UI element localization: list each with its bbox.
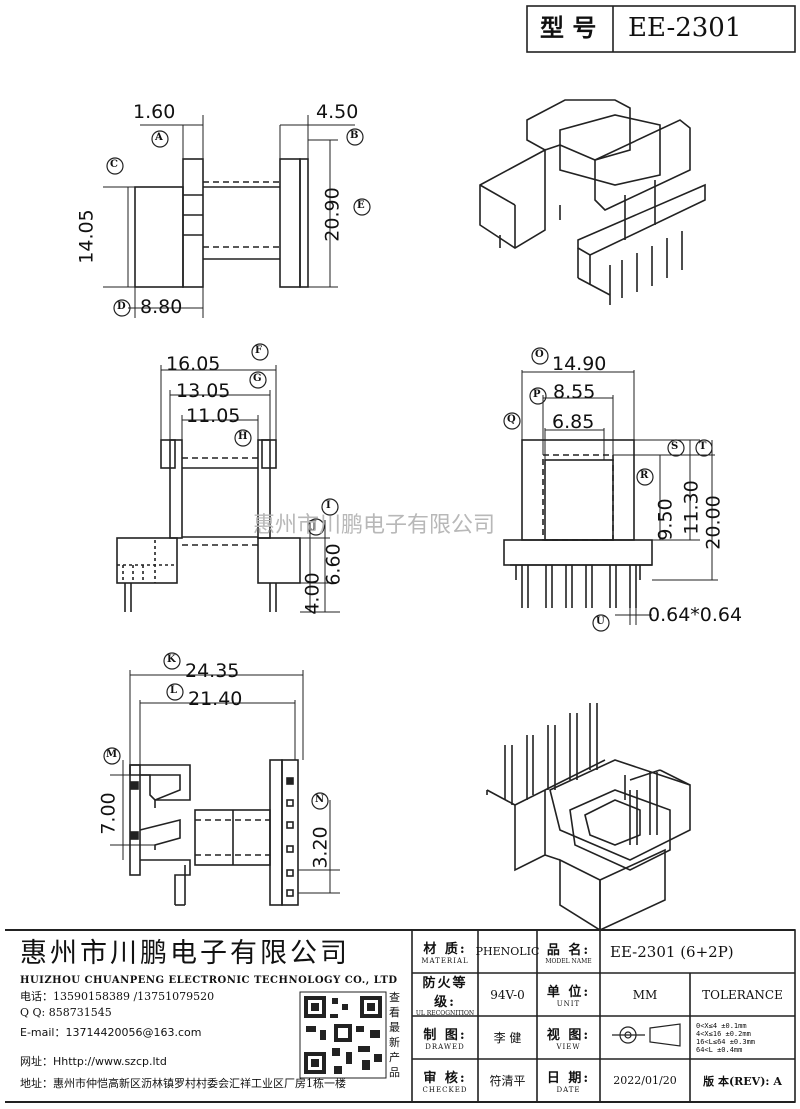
tolerance-line-1: 0<X≤4 ±0.1mm	[696, 1021, 747, 1030]
date-label-en: DATE	[556, 1086, 581, 1094]
date-value: 2022/01/20	[613, 1074, 677, 1087]
dim-letter-s: S	[671, 441, 679, 452]
dim-letter-j: J	[312, 520, 317, 531]
tolerance-table: 0<X≤4 ±0.1mm 4<X≤16 ±0.2mm 16<L≤64 ±0.3m…	[690, 1016, 795, 1059]
dim-value-t: 20.00	[702, 495, 725, 550]
dim-value-m: 7.00	[97, 792, 120, 835]
dim-value-g: 13.05	[176, 380, 231, 402]
dim-letter-t: T	[699, 441, 707, 452]
fire-label-cell: 防火等级: UL RECOGNITION	[412, 973, 478, 1017]
partname-label-en: MODEL NAME	[545, 957, 592, 965]
company-name-en: HUIZHOU CHUANPENG ELECTRONIC TECHNOLOGY …	[20, 975, 398, 986]
dim-value-s: 11.30	[680, 480, 703, 535]
dim-letter-o: O	[535, 349, 544, 360]
checked-label-cell: 审 核: CHECKED	[412, 1059, 478, 1102]
fire-label: 防火等级:	[422, 976, 468, 1010]
checked-label: 审 核:	[423, 1071, 467, 1086]
dim-letter-l: L	[170, 685, 178, 696]
top-view-middle-right	[503, 370, 718, 625]
checked-label-en: CHECKED	[422, 1086, 468, 1094]
dim-value-i: 6.60	[322, 543, 345, 586]
company-name-cn: 惠州市川鹏电子有限公司	[20, 938, 350, 969]
dim-letter-c: C	[110, 159, 118, 170]
view-label: 视 图:	[546, 1028, 591, 1043]
dim-letter-r: R	[640, 470, 649, 481]
partname-value: EE-2301 (6+2P)	[610, 942, 734, 961]
watermark: 惠州市川鹏电子有限公司	[253, 513, 496, 538]
drawn-label-cell: 制 图: DRAWED	[412, 1016, 478, 1059]
company-website: 网址：Hhttp://www.szcp.ltd	[20, 1055, 167, 1068]
dim-value-f: 16.05	[166, 353, 221, 375]
dim-letter-k: K	[167, 654, 176, 665]
date-label-cell: 日 期: DATE	[537, 1059, 600, 1102]
dim-value-c: 14.05	[75, 209, 98, 264]
fire-label-en: UL RECOGNITION	[415, 1010, 475, 1017]
model-label: 型 号	[540, 13, 597, 42]
partname-label-cell: 品 名: MODEL NAME	[537, 930, 600, 973]
drawn-label-en: DRAWED	[425, 1043, 465, 1051]
dim-value-a: 1.60	[133, 101, 176, 123]
tolerance-label: TOLERANCE	[702, 987, 783, 1002]
date-label: 日 期:	[546, 1071, 591, 1086]
side-view-bottom-left	[110, 670, 340, 906]
isometric-view-top	[479, 99, 706, 305]
dim-value-n: 3.20	[309, 826, 332, 869]
fire-value: 94V-0	[490, 987, 525, 1002]
dim-letter-f: F	[255, 345, 263, 356]
dim-letter-d: D	[117, 301, 126, 312]
dim-value-h: 11.05	[186, 405, 241, 427]
dim-letter-a: A	[155, 132, 163, 143]
view-label-cell: 视 图: VIEW	[537, 1016, 600, 1059]
unit-label-en: UNIT	[556, 1000, 581, 1008]
company-qq: Q Q: 858731545	[20, 1006, 112, 1019]
view-label-en: VIEW	[556, 1043, 581, 1051]
dim-value-d: 8.80	[140, 296, 183, 318]
dim-value-q: 6.85	[552, 411, 595, 433]
company-phone: 电话：13590158389 /13751079520	[20, 990, 215, 1003]
dim-letter-q: Q	[507, 414, 516, 425]
unit-label-cell: 单 位: UNIT	[537, 973, 600, 1016]
dim-value-e: 20.90	[321, 187, 344, 242]
unit-label: 单 位:	[546, 985, 591, 1000]
side-view-top-left	[103, 115, 355, 318]
dim-letter-p: P	[533, 389, 541, 400]
dim-letter-e: E	[357, 200, 365, 211]
material-value: PHENOLIC	[475, 945, 540, 958]
drawn-label: 制 图:	[423, 1028, 467, 1043]
material-label-en: MATERIAL	[421, 957, 469, 965]
dim-value-l: 21.40	[188, 688, 243, 710]
partname-label: 品 名:	[546, 942, 591, 958]
company-email: E-mail：13714420056@163.com	[20, 1026, 202, 1039]
model-value: EE-2301	[628, 13, 742, 43]
qr-caption: 查看最新产品	[389, 991, 400, 1079]
qr-code	[299, 991, 387, 1079]
dim-value-r: 9.50	[654, 498, 677, 541]
isometric-view-bottom	[486, 703, 691, 932]
dim-value-j: 4.00	[301, 572, 324, 615]
dim-letter-m: M	[106, 749, 118, 760]
dim-letter-i: I	[326, 500, 331, 511]
tolerance-line-2: 4<X≤16 ±0.2mm	[696, 1029, 751, 1038]
checked-value: 符清平	[489, 1074, 526, 1088]
tolerance-line-3: 16<L≤64 ±0.3mm	[696, 1037, 756, 1046]
front-view-middle-left	[116, 365, 340, 613]
tolerance-line-4: 64<L ±0.4mm	[696, 1045, 743, 1054]
dim-value-o: 14.90	[552, 353, 607, 375]
company-address: 地址：惠州市仲恺高新区沥林镇罗村村委会汇祥工业区厂房1栋一楼	[20, 1077, 346, 1090]
unit-value: MM	[632, 987, 658, 1002]
dim-letter-h: H	[238, 431, 248, 442]
material-label: 材 质:	[423, 942, 467, 957]
dim-value-k: 24.35	[185, 660, 240, 682]
dim-letter-n: N	[315, 794, 325, 805]
dim-value-b: 4.50	[316, 101, 359, 123]
version-label: 版 本(REV): A	[703, 1074, 782, 1088]
dim-letter-g: G	[253, 373, 262, 384]
material-label-cell: 材 质: MATERIAL	[412, 930, 478, 973]
dim-letter-u: U	[596, 616, 605, 627]
dim-value-u: 0.64*0.64	[648, 604, 743, 626]
drawn-value: 李 健	[493, 1031, 522, 1045]
dim-value-p: 8.55	[553, 381, 596, 403]
dim-letter-b: B	[350, 130, 359, 141]
